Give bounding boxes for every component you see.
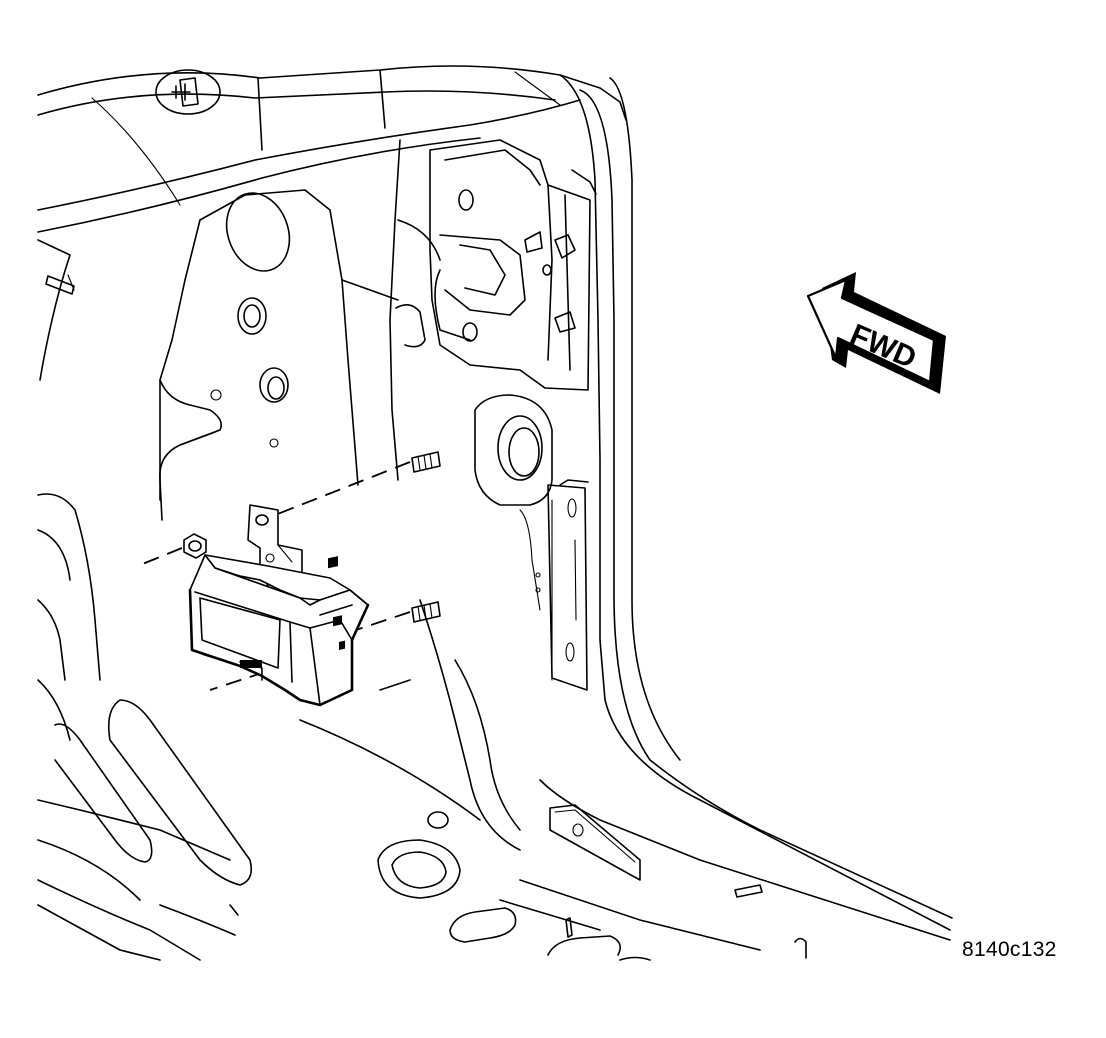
floor-contours xyxy=(37,493,253,961)
floor-center xyxy=(299,599,951,961)
figure-id-label: 8140c132 xyxy=(962,938,1057,961)
center-pillar xyxy=(341,139,441,481)
lower-mounting-stud xyxy=(411,601,441,623)
door-hinge xyxy=(429,139,591,391)
a-pillar xyxy=(559,74,953,931)
mounting-nut xyxy=(183,533,207,559)
upper-mounting-stud xyxy=(411,451,441,473)
pillar-opening xyxy=(474,394,553,506)
upper-cowl-panel xyxy=(37,65,601,233)
upper-stud xyxy=(155,69,221,115)
alignment-lines xyxy=(139,461,411,691)
fwd-arrow-icon: FWD xyxy=(806,272,946,394)
inner-pillar xyxy=(159,189,359,521)
floor-bracket xyxy=(549,804,641,881)
left-panel-edge xyxy=(37,239,71,381)
left-pin xyxy=(45,274,75,295)
side-bracket xyxy=(519,479,589,691)
control-module xyxy=(188,554,370,707)
